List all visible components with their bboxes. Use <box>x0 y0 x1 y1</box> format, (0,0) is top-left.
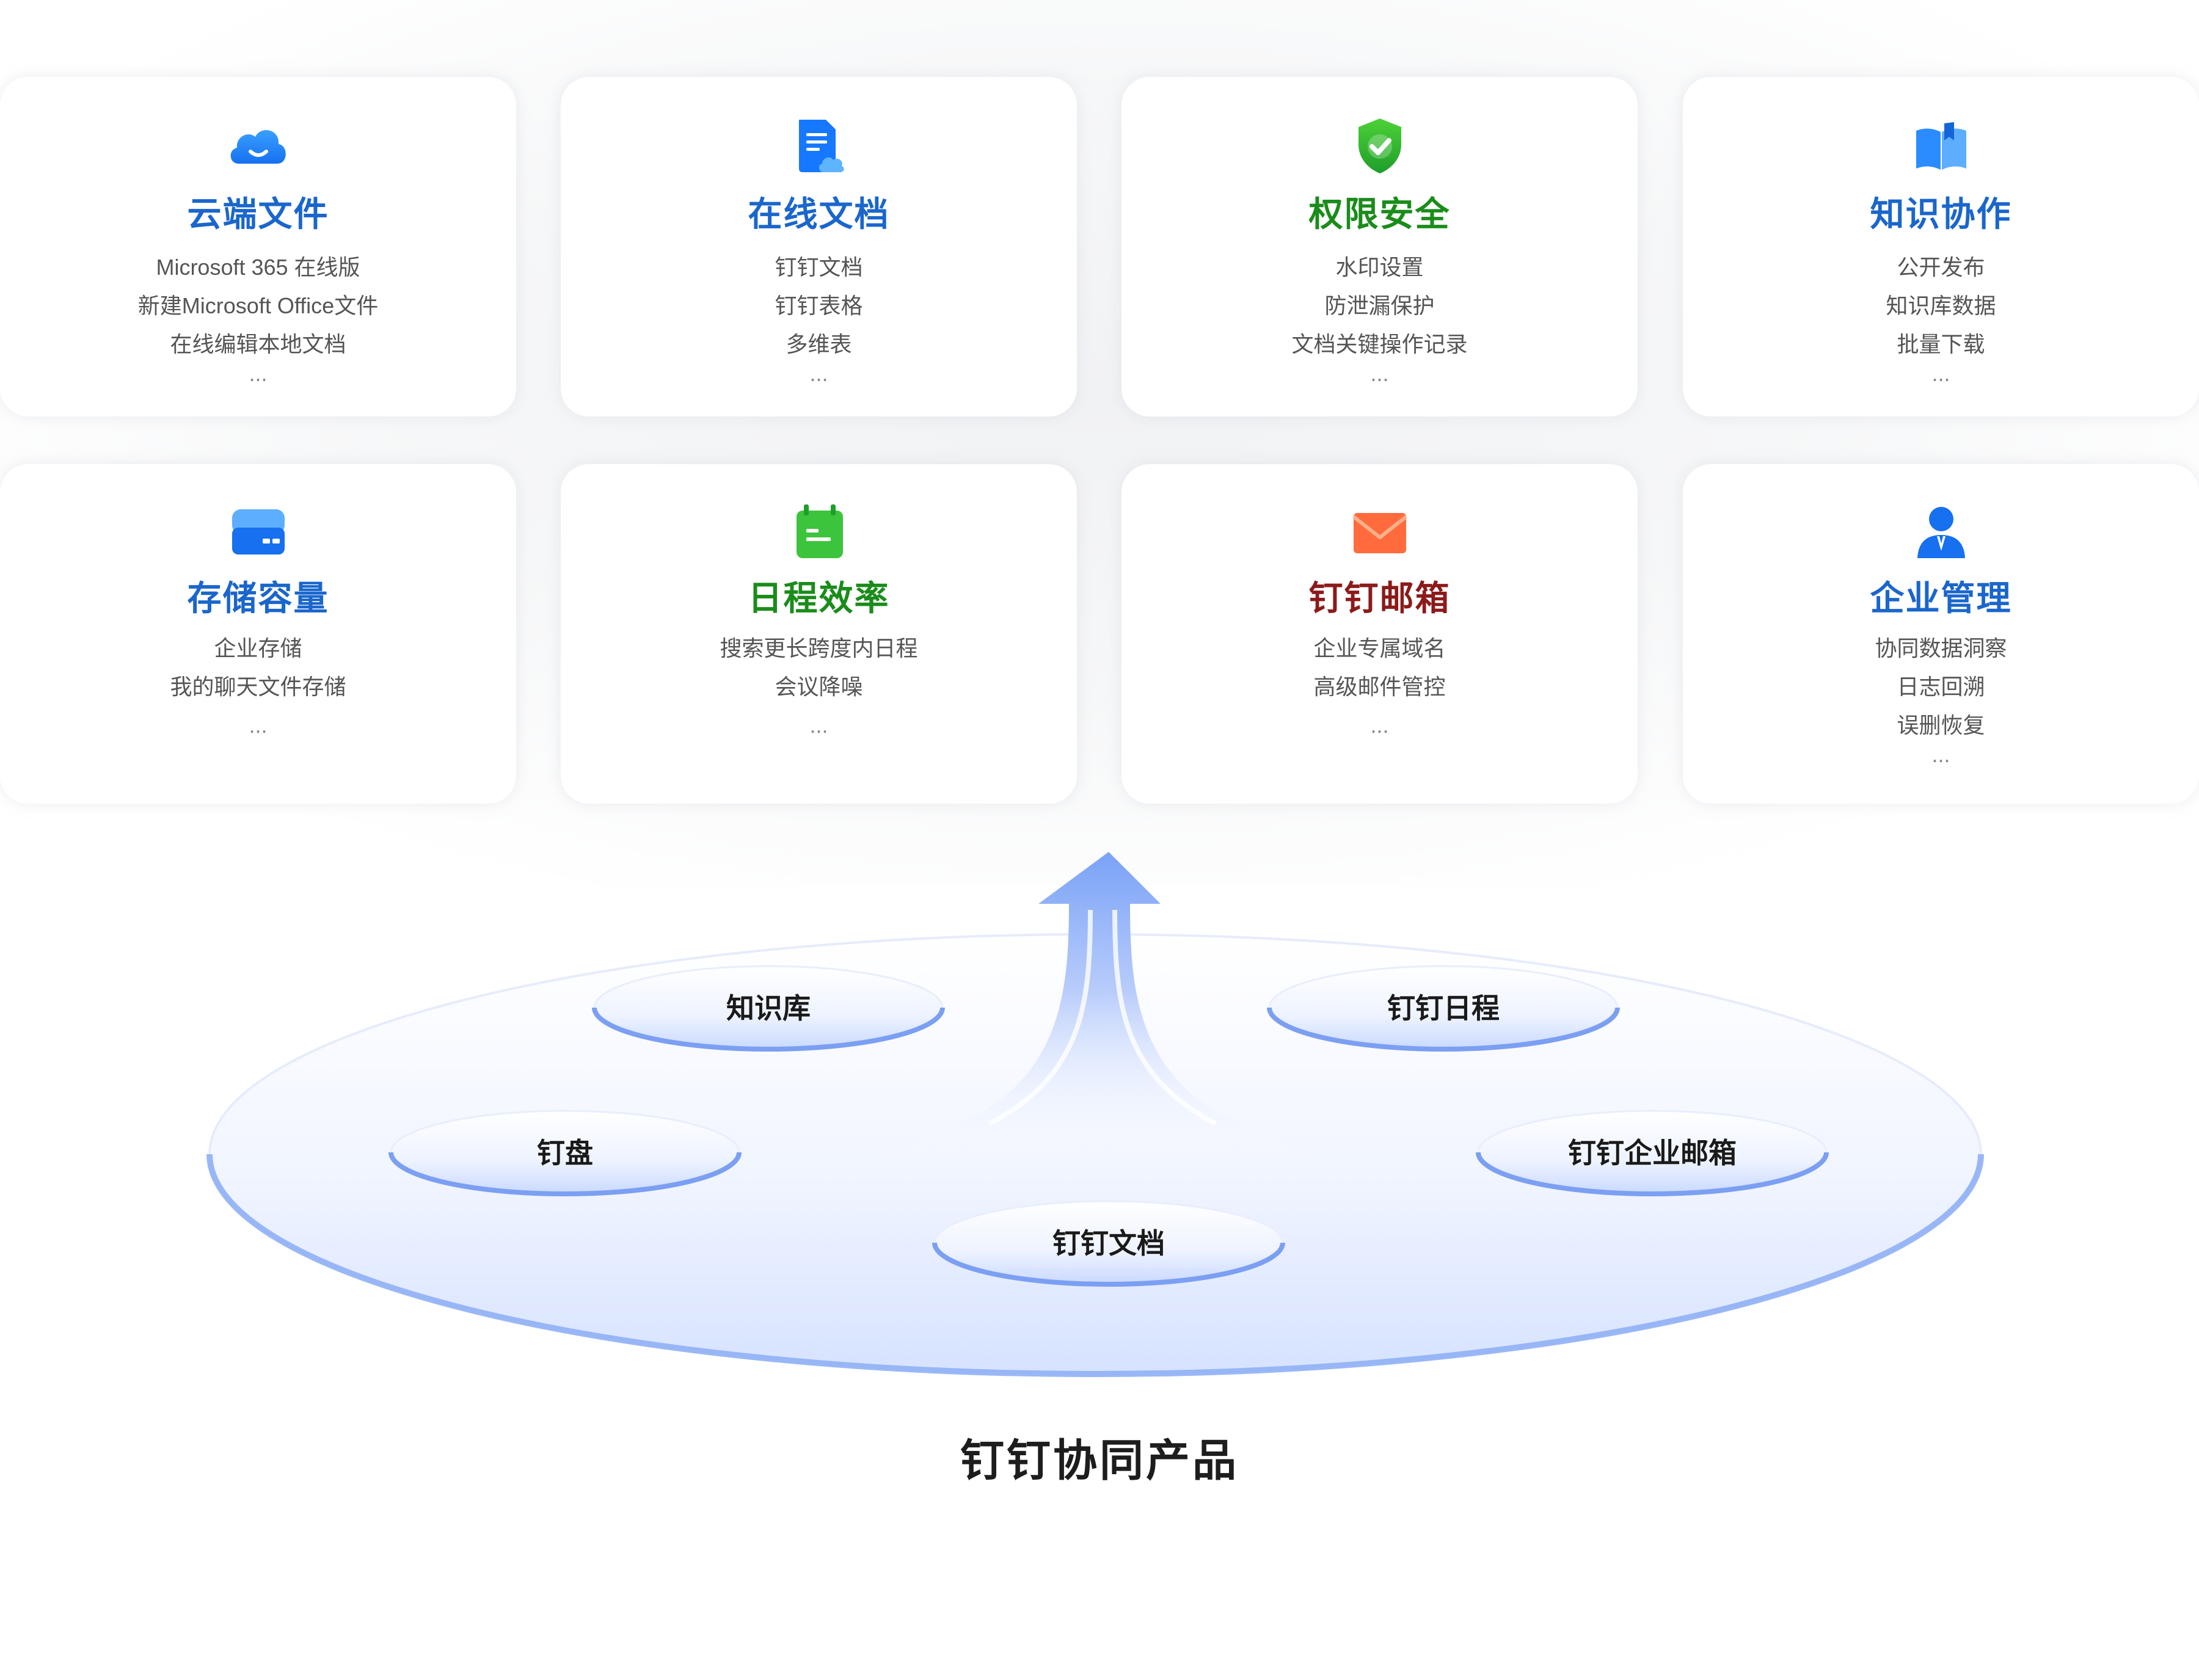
feature-item: 企业专属域名 <box>1313 636 1446 661</box>
card-title: 存储容量 <box>187 579 329 617</box>
page-title: 钉钉协同产品 <box>960 1436 1239 1486</box>
shield-check-icon <box>1358 118 1401 173</box>
product-pill-dingpan[interactable] <box>388 1110 742 1196</box>
arrow-streak-right <box>1112 909 1217 1126</box>
card-title: 权限安全 <box>1308 195 1451 233</box>
product-pill-knowledge-base[interactable] <box>592 965 945 1052</box>
document-cloud-icon <box>798 120 844 172</box>
product-label[interactable]: 钉盘 <box>537 1137 593 1169</box>
card-title: 企业管理 <box>1870 579 2012 617</box>
feature-item: 防泄漏保护 <box>1324 293 1435 318</box>
feature-list: Microsoft 365 在线版 新建Microsoft Office文件 在… <box>0 248 516 386</box>
feature-list: 公开发布 知识库数据 批量下载 ... <box>1683 248 2199 386</box>
admin-user-icon <box>1917 507 1965 558</box>
platform-rim <box>206 1154 1984 1377</box>
more-ellipsis: ... <box>249 361 268 386</box>
feature-list: 搜索更长跨度内日程 会议降噪 ... <box>561 629 1077 744</box>
card-title: 钉钉邮箱 <box>1308 579 1451 617</box>
product-label[interactable]: 钉钉企业邮箱 <box>1568 1137 1737 1169</box>
card-title: 知识协作 <box>1870 195 2012 233</box>
product-label[interactable]: 钉钉文档 <box>1052 1227 1165 1259</box>
arrow-streak-left <box>988 909 1093 1126</box>
feature-card-knowledge: 知识协作 公开发布 知识库数据 批量下载 ... <box>1683 77 2199 416</box>
feature-item: 新建Microsoft Office文件 <box>137 293 379 318</box>
storage-drive-icon <box>232 509 285 555</box>
feature-card-permission-security: 权限安全 水印设置 防泄漏保护 文档关键操作记录 ... <box>1121 77 1638 416</box>
more-ellipsis: ... <box>809 713 828 738</box>
book-icon <box>1916 122 1966 170</box>
feature-list: 协同数据洞察 日志回溯 误删恢复 ... <box>1683 629 2199 767</box>
more-ellipsis: ... <box>1931 361 1950 386</box>
feature-list: 水印设置 防泄漏保护 文档关键操作记录 ... <box>1121 248 1638 386</box>
mail-envelope-icon <box>1352 513 1407 553</box>
feature-card-cloud-files: 云端文件 Microsoft 365 在线版 新建Microsoft Offic… <box>0 77 516 416</box>
card-title: 云端文件 <box>187 195 329 233</box>
product-pill-dingtalk-calendar[interactable] <box>1267 965 1620 1052</box>
product-pill-enterprise-mail[interactable] <box>1476 1110 1829 1196</box>
more-ellipsis: ... <box>809 361 828 386</box>
feature-list: 企业存储 我的聊天文件存储 ... <box>0 629 516 744</box>
feature-item: 文档关键操作记录 <box>1291 332 1468 357</box>
feature-item: 公开发布 <box>1897 255 1985 280</box>
cloud-icon <box>230 129 286 164</box>
feature-item: 我的聊天文件存储 <box>170 674 346 699</box>
more-ellipsis: ... <box>249 713 268 738</box>
card-title: 在线文档 <box>748 195 890 233</box>
up-arrow <box>855 852 1344 1163</box>
more-ellipsis: ... <box>1370 361 1389 386</box>
calendar-icon <box>796 504 843 558</box>
product-platform-diagram <box>206 852 1984 1377</box>
feature-card-enterprise-management: 企业管理 协同数据洞察 日志回溯 误删恢复 ... <box>1683 464 2199 804</box>
feature-item: 企业存储 <box>214 636 302 661</box>
feature-item: 高级邮件管控 <box>1313 674 1446 699</box>
feature-item: 会议降噪 <box>775 674 863 699</box>
feature-list: 企业专属域名 高级邮件管控 ... <box>1121 629 1638 744</box>
feature-item: 搜索更长跨度内日程 <box>720 636 918 661</box>
feature-item: 日志回溯 <box>1897 674 1985 699</box>
feature-card-schedule: 日程效率 搜索更长跨度内日程 会议降噪 ... <box>561 464 1077 804</box>
feature-item: 水印设置 <box>1335 255 1424 280</box>
product-label[interactable]: 知识库 <box>726 992 811 1024</box>
feature-item: 协同数据洞察 <box>1875 636 2007 661</box>
feature-item: 知识库数据 <box>1886 293 1996 318</box>
more-ellipsis: ... <box>1370 713 1389 738</box>
more-ellipsis: ... <box>1931 742 1950 767</box>
feature-card-storage: 存储容量 企业存储 我的聊天文件存储 ... <box>0 464 516 804</box>
feature-item: 多维表 <box>786 332 852 357</box>
feature-list: 钉钉文档 钉钉表格 多维表 ... <box>561 248 1077 386</box>
feature-item: Microsoft 365 在线版 <box>156 255 360 280</box>
feature-item: 在线编辑本地文档 <box>170 332 346 357</box>
feature-item: 钉钉表格 <box>775 293 863 318</box>
feature-item: 钉钉文档 <box>775 255 863 280</box>
card-title: 日程效率 <box>748 579 890 617</box>
feature-item: 误删恢复 <box>1897 713 1985 738</box>
feature-item: 批量下载 <box>1897 332 1985 357</box>
product-label[interactable]: 钉钉日程 <box>1387 992 1500 1024</box>
feature-card-mail: 钉钉邮箱 企业专属域名 高级邮件管控 ... <box>1121 464 1638 804</box>
feature-card-online-docs: 在线文档 钉钉文档 钉钉表格 多维表 ... <box>561 77 1077 416</box>
product-pill-dingtalk-docs[interactable] <box>932 1200 1285 1287</box>
